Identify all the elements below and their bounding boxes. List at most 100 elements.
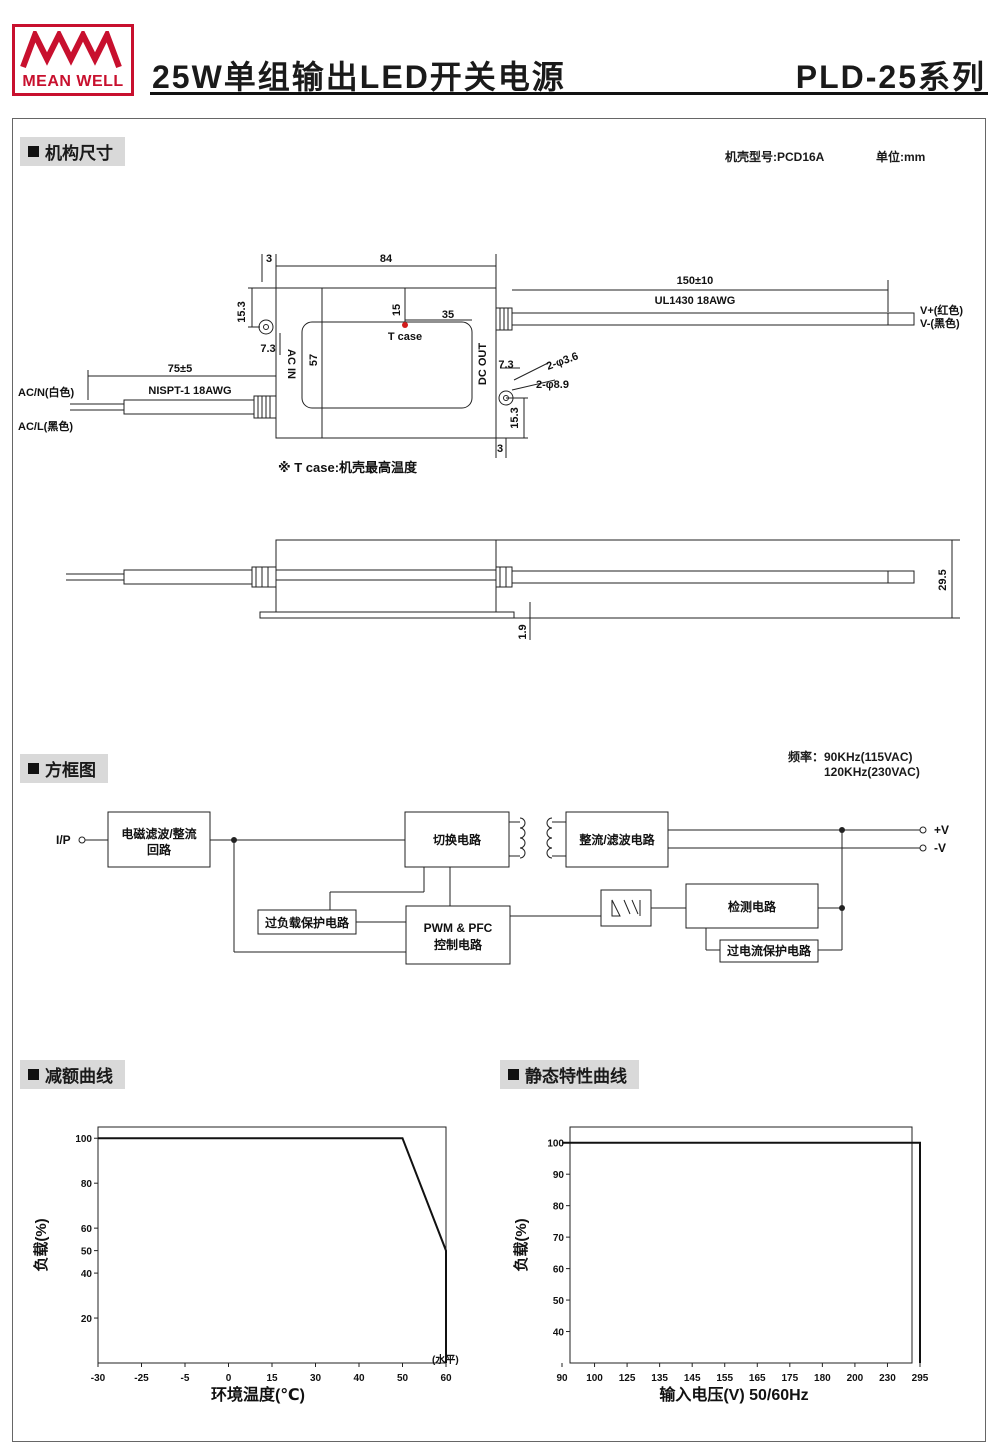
- static-x-tick-label: 155: [716, 1373, 733, 1384]
- derating-x-tick-label: 40: [353, 1373, 365, 1384]
- static-series-line: [562, 1141, 921, 1363]
- content-frame: [12, 118, 986, 1442]
- acn-label: AC/N(白色): [18, 385, 75, 399]
- square-bullet-icon: [28, 146, 39, 157]
- derating-x-tick-label: 60: [440, 1373, 452, 1384]
- section-mechanical: 机构尺寸: [20, 137, 125, 166]
- section-static-title: 静态特性曲线: [525, 1067, 627, 1086]
- static-y-tick-label: 60: [553, 1265, 565, 1276]
- derating-x-tick-label: -5: [181, 1373, 190, 1384]
- derating-y-tick-label: 80: [81, 1179, 93, 1190]
- emi-label-1: 电磁滤波/整流: [121, 826, 196, 841]
- out-plus-label: +V: [934, 823, 949, 837]
- pwm-label-2: 控制电路: [434, 937, 483, 952]
- dim-75: 75±5: [168, 363, 192, 375]
- pwm-block: [405, 905, 511, 965]
- dim-3-top: 3: [266, 253, 272, 265]
- dim-35: 35: [442, 309, 454, 321]
- ip-label: I/P: [56, 833, 71, 847]
- derating-plot-frame: [97, 1126, 447, 1364]
- unit-info: 单位:mm: [876, 150, 926, 164]
- static-x-tick-label: 200: [847, 1373, 864, 1384]
- section-block: 方框图: [20, 754, 108, 783]
- case-info: 机壳型号:PCD16A: [725, 150, 825, 164]
- static-x-tick-label: 90: [556, 1373, 568, 1384]
- derating-series-line: [98, 1137, 447, 1363]
- static-y-tick-label: 80: [553, 1202, 565, 1213]
- static-x-tick-label: 175: [781, 1373, 798, 1384]
- pwm-label-1: PWM & PFC: [424, 921, 493, 935]
- static-x-tick-label: 165: [749, 1373, 766, 1384]
- static-x-tick-label: 145: [684, 1373, 701, 1384]
- detect-block: [685, 883, 819, 929]
- section-derating-title: 减额曲线: [45, 1067, 113, 1086]
- dim-15-3-left: 15.3: [236, 301, 248, 322]
- derating-x-tick-label: -25: [134, 1373, 149, 1384]
- static-x-tick-label: 180: [814, 1373, 831, 1384]
- detect-label: 检测电路: [728, 899, 777, 914]
- section-static: 静态特性曲线: [500, 1060, 639, 1089]
- derating-y-tick-label: 40: [81, 1269, 93, 1280]
- derating-y-tick-label: 60: [81, 1224, 93, 1235]
- tcase-label: T case: [388, 331, 422, 343]
- static-x-tick-label: 295: [912, 1373, 929, 1384]
- logo-mw-icon: [20, 31, 122, 69]
- emi-label-2: 回路: [147, 842, 172, 857]
- dim-1-9: 1.9: [517, 624, 529, 639]
- derating-y-tick-label: 50: [81, 1247, 93, 1258]
- static-y-tick-label: 40: [553, 1328, 565, 1339]
- section-derating: 减额曲线: [20, 1060, 125, 1089]
- dim-7-3-left: 7.3: [260, 343, 275, 355]
- dim-15-3-right: 15.3: [509, 407, 521, 428]
- derating-x-tick-label: 15: [266, 1373, 278, 1384]
- olp-label: 过负载保护电路: [265, 915, 350, 930]
- meanwell-logo: MEAN WELL: [12, 24, 134, 96]
- case-side-view: [275, 539, 497, 613]
- dc-out-label: DC OUT: [477, 343, 489, 385]
- dim-3-bottom: 3: [497, 443, 503, 455]
- switch-label: 切换电路: [433, 832, 482, 847]
- logo-text: MEAN WELL: [22, 73, 124, 90]
- derating-y-tick-label: 20: [81, 1314, 93, 1325]
- vplus-label: V+(红色): [920, 303, 963, 317]
- static-y-tick-label: 50: [553, 1296, 565, 1307]
- dim-29-5: 29.5: [937, 569, 949, 590]
- square-bullet-icon: [508, 1069, 519, 1080]
- static-y-tick-label: 100: [547, 1139, 564, 1150]
- series-title: PLD-25系列: [795, 59, 986, 95]
- derating-y-tick-label: 100: [75, 1134, 92, 1145]
- dim-150: 150±10: [677, 275, 714, 287]
- derating-x-tick-label: 0: [226, 1373, 232, 1384]
- static-x-tick-label: 125: [619, 1373, 636, 1384]
- static-xlabel: 输入电压(V) 50/60Hz: [659, 1385, 808, 1404]
- section-block-title: 方框图: [45, 761, 96, 780]
- derating-x-tick-label: 30: [310, 1373, 322, 1384]
- derating-ylabel: 负载(%): [32, 1218, 50, 1271]
- ac-in-label: AC IN: [285, 349, 297, 379]
- dim-hole-small: 2-φ3.6: [545, 350, 580, 373]
- block-diagram: I/P 电磁滤波/整流 回路 切换电路 整流/滤波电路 过负载保护电路 PWM …: [56, 811, 949, 965]
- optocoupler-block: [600, 889, 652, 927]
- dim-84: 84: [380, 253, 393, 265]
- derating-xlabel: 环境温度(℃): [211, 1385, 305, 1404]
- dim-hole-large: 2-φ8.9: [536, 379, 569, 391]
- tcase-note: ※ T case:机壳最高温度: [278, 460, 418, 475]
- derating-x-tick-label: -30: [91, 1373, 106, 1384]
- static-y-tick-label: 90: [553, 1170, 565, 1181]
- square-bullet-icon: [28, 1069, 39, 1080]
- static-ylabel: 负载(%): [512, 1218, 530, 1271]
- case-top-view: [275, 287, 497, 439]
- label-area: [301, 321, 473, 409]
- static-x-tick-label: 100: [586, 1373, 603, 1384]
- mechanical-drawing: 3 84 150±10 UL1430 18AWG 15.3 15 35 57 7…: [18, 253, 963, 640]
- static-plot-frame: [569, 1126, 913, 1364]
- vminus-label: V-(黑色): [920, 316, 960, 330]
- cable-in-spec: NISPT-1 18AWG: [148, 385, 231, 397]
- ocp-block: [719, 939, 819, 963]
- dim-57: 57: [308, 354, 320, 366]
- acl-label: AC/L(黑色): [18, 419, 73, 433]
- freq-line-1: 频率：90KHz(115VAC): [788, 750, 913, 764]
- rect-label: 整流/滤波电路: [578, 832, 655, 847]
- derating-x-tick-label: 50: [397, 1373, 409, 1384]
